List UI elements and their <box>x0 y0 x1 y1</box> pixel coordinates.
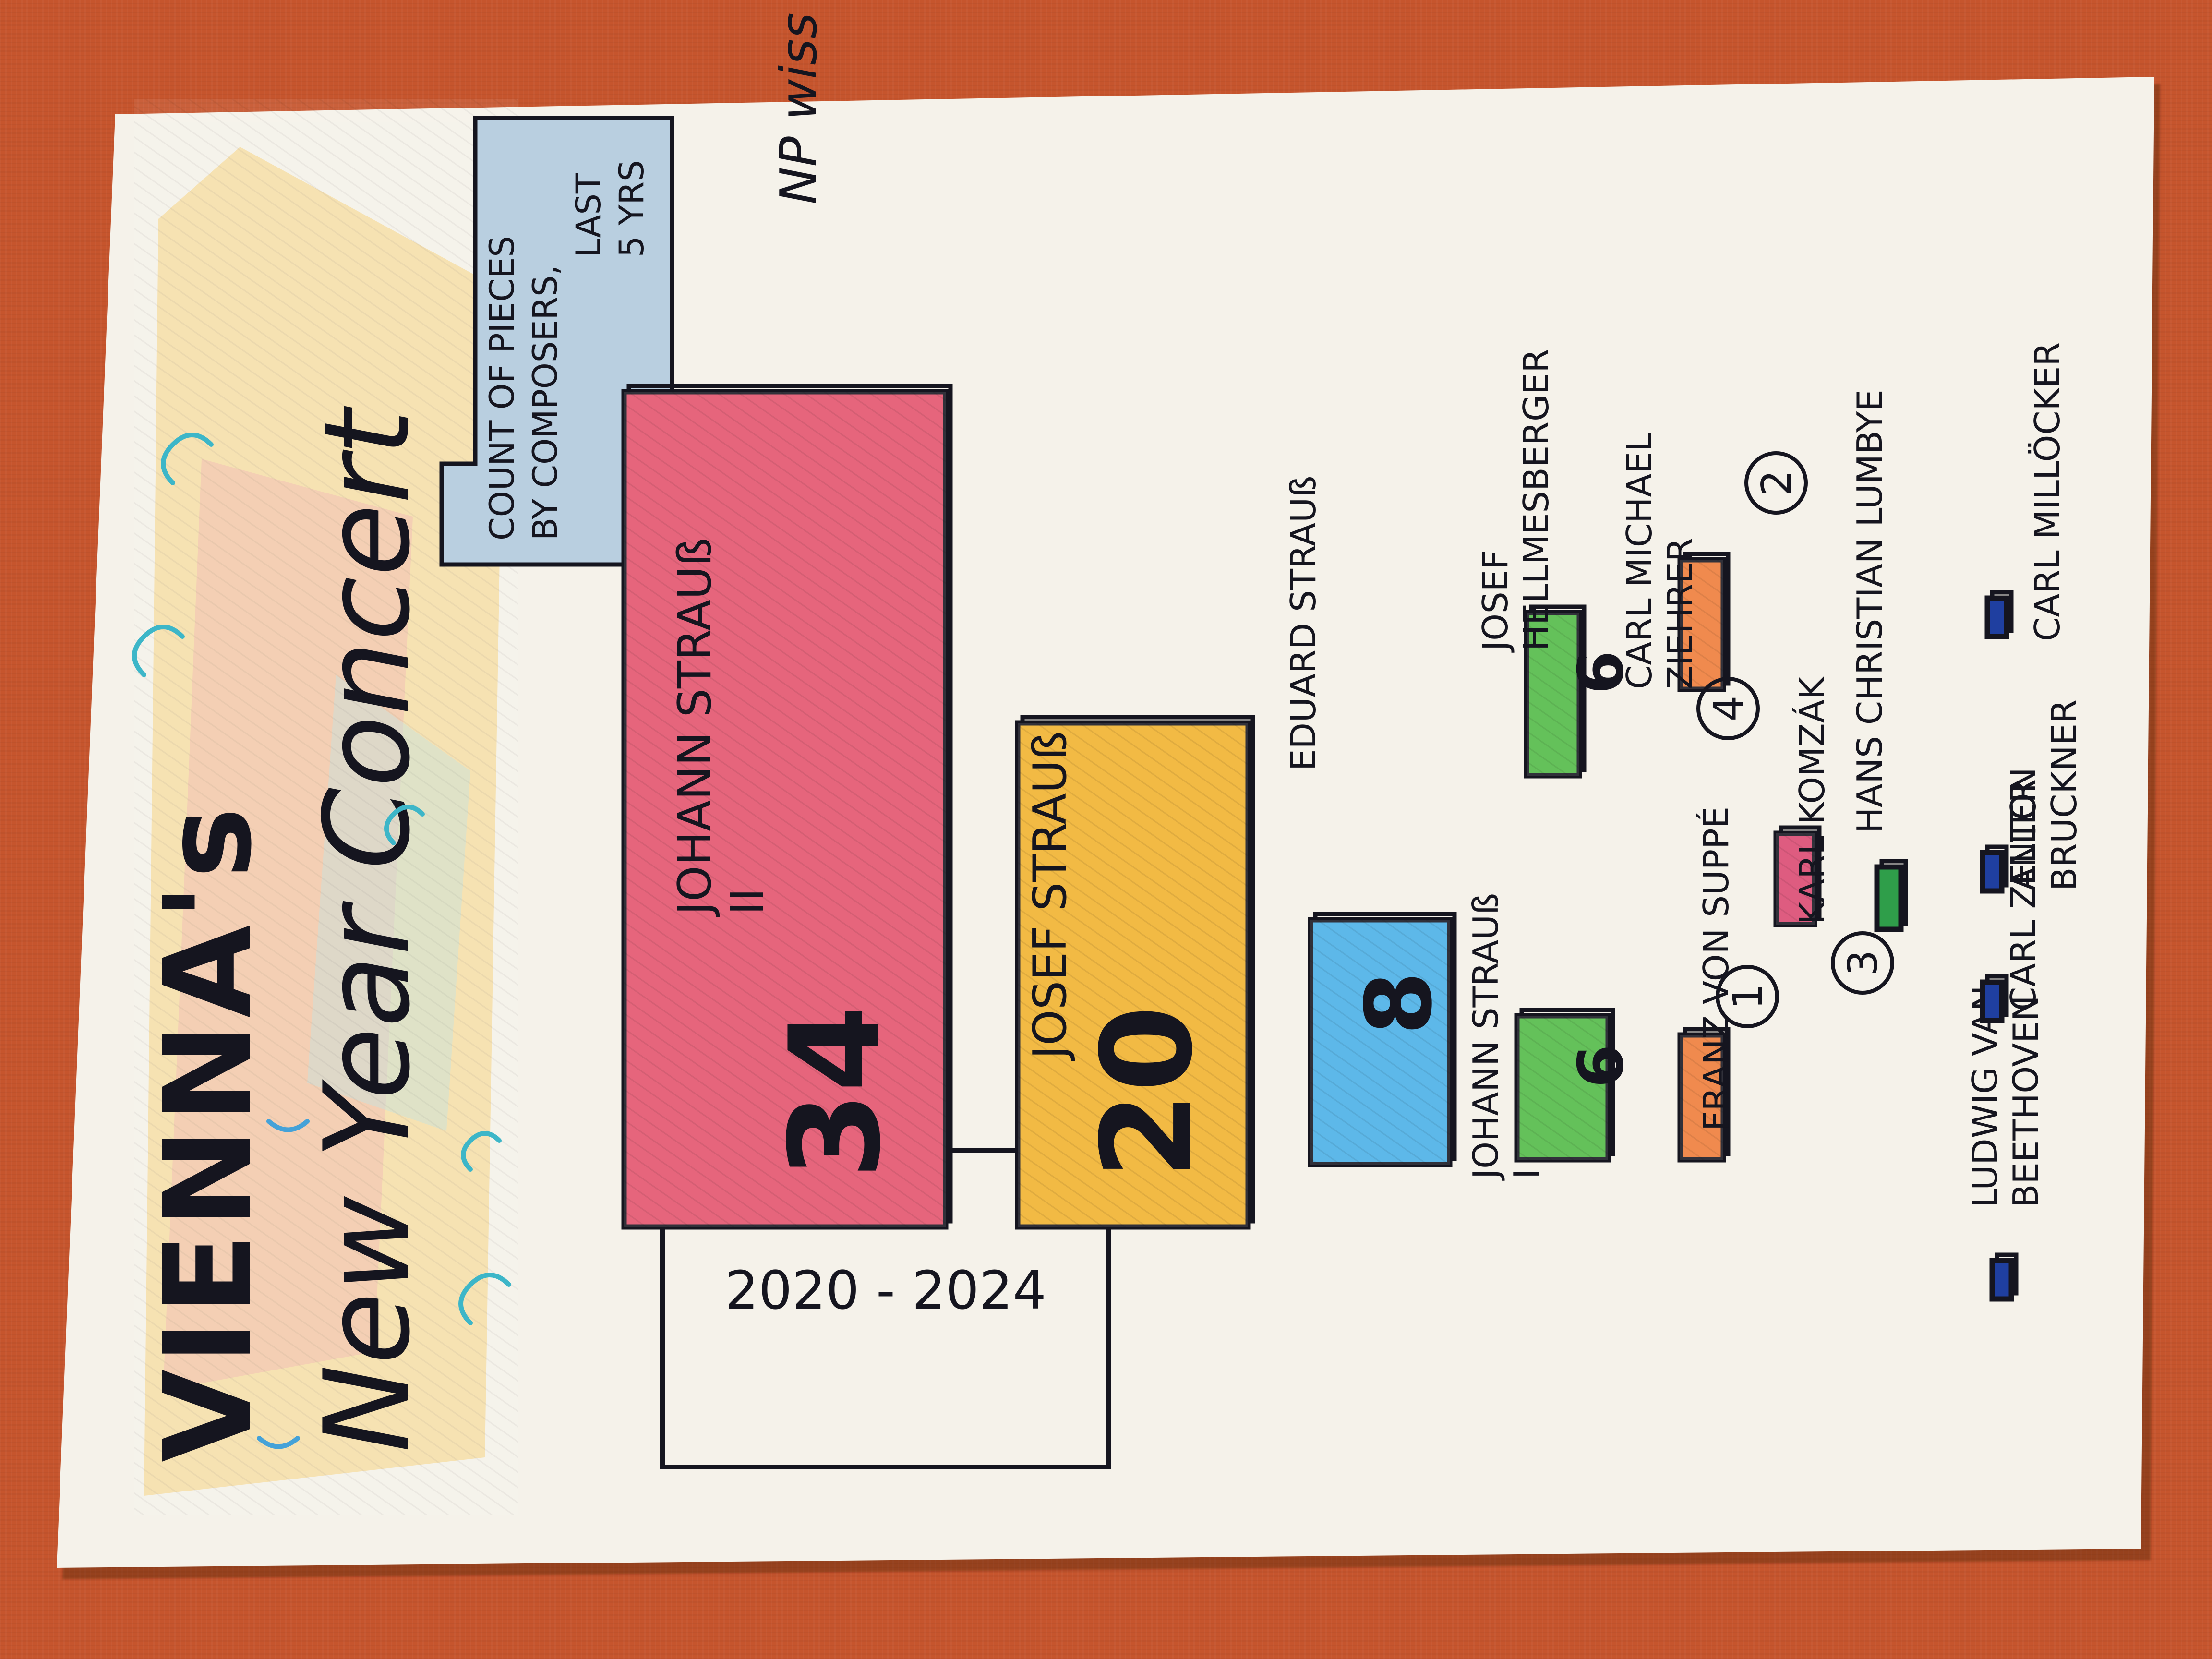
value-marker-3: 3 <box>1831 931 1894 995</box>
subtitle-line-3: LAST <box>569 173 608 257</box>
composer-label-josef-strauss: JOSEF STRAUß <box>1024 731 1077 1061</box>
title-swirl-decoration <box>132 433 511 1449</box>
value-marker-text-3: 3 <box>1839 950 1887 976</box>
value-marker-circle-2 <box>1744 451 1808 515</box>
treemap-cell-hatch-johann-strauss-ii <box>624 392 946 1227</box>
subtitle-line-1: COUNT OF PIECES <box>482 236 522 541</box>
composer-label-johann-strauss-i: JOHANN STRAUßI <box>1466 893 1547 1181</box>
composer-label-eduard-strauss: EDUARD STRAUß <box>1283 476 1323 771</box>
value-marker-circle-4 <box>1696 677 1760 740</box>
value-label-johann-strauss-ii: 34 <box>763 1005 908 1179</box>
value-marker-2: 2 <box>1744 451 1808 515</box>
subtitle-line-2: BY COMPOSERS, <box>526 264 565 541</box>
value-label-josef-hellmesberger: 6 <box>1564 651 1637 694</box>
treemap-cell-carl-zeller <box>1980 979 2005 1023</box>
composer-label-hans-christian-lumbye: HANS CHRISTIAN LUMBYE <box>1850 389 1890 833</box>
composer-label-karl-komzak: KARL KOMZÁK <box>1792 676 1832 925</box>
composer-label-johann-strauss-ii: JOHANN STRAUßII <box>669 538 774 917</box>
value-marker-text-2: 2 <box>1753 470 1801 496</box>
value-marker-text-1: 1 <box>1724 984 1772 1010</box>
composer-label-carl-michael-ziehrer: CARL MICHAELZIEHRER <box>1619 433 1700 689</box>
treemap-cell-anton-bruckner <box>1980 850 2005 894</box>
value-label-eduard-strauss: 8 <box>1346 972 1452 1035</box>
value-marker-1: 1 <box>1716 965 1779 1028</box>
treemap-cell-hatch-franz-von-suppe <box>1680 1035 1723 1160</box>
treemap-cell-hatch-josef-hellmesberger <box>1527 613 1579 776</box>
title-line1: VIENNA's <box>138 802 278 1462</box>
treemap-cell-ludwig-van-beethoven <box>1989 1258 2014 1302</box>
composer-label-ludwig-van-beethoven: LUDWIG VANBEETHOVEN <box>1965 985 2046 1208</box>
composer-label-josef-hellmesberger: JOSEFHELLMESBERGER <box>1475 349 1556 653</box>
signature: NP wiss <box>769 12 828 204</box>
treemap-cell-hatch-carl-michael-ziehrer <box>1680 560 1723 689</box>
subtitle-line-4: 5 YRS <box>612 160 651 257</box>
value-marker-circle-3 <box>1831 931 1894 995</box>
value-marker-4: 4 <box>1696 677 1760 740</box>
composer-label-franz-von-suppe: FRANZ VON SUPPÉ <box>1696 806 1736 1131</box>
value-marker-text-4: 4 <box>1705 696 1753 721</box>
value-label-johann-strauss-i: 6 <box>1564 1045 1637 1088</box>
treemap-cell-hatch-josef-strauss <box>1018 723 1248 1227</box>
treemap-cell-hans-christian-lumbye <box>1874 864 1904 932</box>
value-label-josef-strauss: 20 <box>1075 1005 1220 1179</box>
treemap-cell-hatch-johann-strauss-i <box>1517 1016 1608 1160</box>
period-label: 2020 - 2024 <box>725 1260 1046 1321</box>
title-line2: New Year Concert <box>299 406 436 1453</box>
title-background-wash <box>134 99 518 1515</box>
treemap-cell-hatch-eduard-strauss <box>1310 920 1450 1165</box>
composer-label-carl-zeller: CARL ZELLER <box>2003 779 2044 1011</box>
composer-label-carl-millocker: CARL MILLÖCKER <box>2027 342 2068 641</box>
treemap-cell-carl-millocker <box>1984 595 2009 639</box>
value-marker-circle-1 <box>1716 965 1779 1028</box>
treemap-cell-hatch-karl-komzak <box>1776 833 1815 925</box>
composer-label-anton-bruckner: ANTONBRUCKNER <box>2003 699 2084 891</box>
